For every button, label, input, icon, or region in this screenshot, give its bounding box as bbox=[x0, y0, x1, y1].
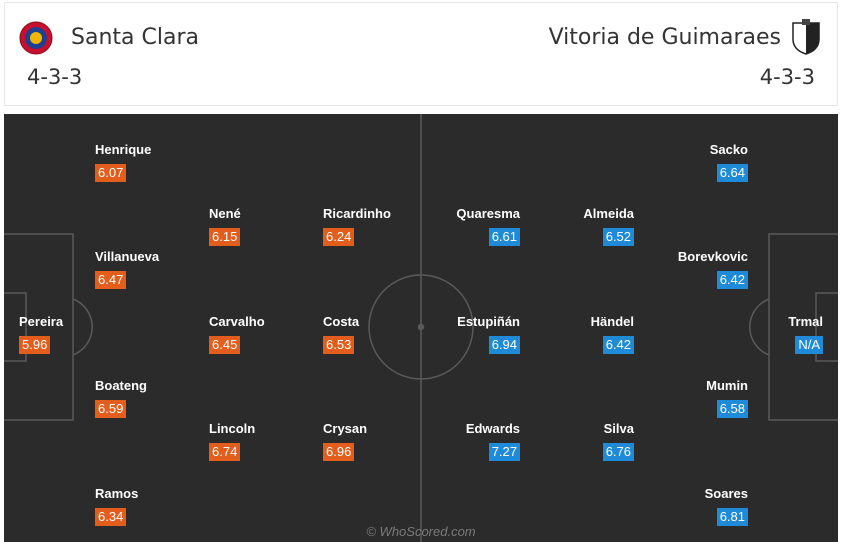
player-name: Mumin bbox=[706, 378, 748, 393]
player-rating: 6.64 bbox=[716, 164, 748, 182]
player-name: Sacko bbox=[709, 142, 748, 157]
match-header: Santa Clara 4-3-3 Vitoria de Guimaraes 4… bbox=[4, 2, 838, 106]
player-name: Edwards bbox=[465, 421, 520, 436]
player-name: Borevkovic bbox=[677, 249, 748, 264]
away-formation: 4-3-3 bbox=[759, 65, 815, 89]
player-rating: 6.47 bbox=[95, 271, 127, 289]
player-name: Quaresma bbox=[456, 206, 520, 221]
player-rating: 6.96 bbox=[323, 443, 355, 461]
player-name: Ricardinho bbox=[323, 206, 391, 221]
player-name: Villanueva bbox=[95, 249, 160, 264]
player-name: Trmal bbox=[788, 314, 823, 329]
player-rating: 6.58 bbox=[716, 400, 748, 418]
home-formation: 4-3-3 bbox=[27, 65, 83, 89]
player-rating: 6.81 bbox=[716, 508, 748, 526]
player-rating: 6.94 bbox=[488, 336, 520, 354]
santa-clara-crest-icon[interactable] bbox=[19, 21, 53, 55]
player-name: Soares bbox=[704, 486, 748, 501]
player-name: Nené bbox=[209, 206, 241, 221]
player-rating: 6.76 bbox=[602, 443, 634, 461]
pitch: Henrique 6.07 Nené 6.15 Ricardinho 6.24 … bbox=[4, 114, 838, 542]
player-rating: 6.52 bbox=[602, 228, 634, 246]
player-rating: 6.24 bbox=[323, 228, 355, 246]
player-rating: 6.53 bbox=[323, 336, 355, 354]
player-name: Pereira bbox=[19, 314, 64, 329]
pitch-markings bbox=[4, 114, 838, 542]
player-rating: 6.34 bbox=[95, 508, 127, 526]
vitoria-guimaraes-crest-icon[interactable] bbox=[791, 19, 821, 55]
player-name: Silva bbox=[603, 421, 634, 436]
player-rating: 6.42 bbox=[716, 271, 748, 289]
player-rating: 6.07 bbox=[95, 164, 127, 182]
player-rating: 6.45 bbox=[209, 336, 241, 354]
player-rating: 6.42 bbox=[602, 336, 634, 354]
player-name: Costa bbox=[323, 314, 360, 329]
player-rating: N/A bbox=[795, 336, 823, 354]
player-name: Ramos bbox=[95, 486, 139, 501]
player-rating: 6.15 bbox=[209, 228, 241, 246]
away-team-name[interactable]: Vitoria de Guimaraes bbox=[548, 25, 781, 50]
player-name: Henrique bbox=[95, 142, 152, 157]
player-name: Lincoln bbox=[209, 421, 256, 436]
player-rating: 6.61 bbox=[488, 228, 520, 246]
player-name: Crysan bbox=[323, 421, 368, 436]
home-team-name[interactable]: Santa Clara bbox=[71, 25, 199, 50]
player-name: Estupiñán bbox=[457, 314, 520, 329]
watermark: © WhoScored.com bbox=[366, 524, 476, 539]
player-name: Händel bbox=[590, 314, 634, 329]
player-rating: 5.96 bbox=[19, 336, 51, 354]
player-rating: 6.59 bbox=[95, 400, 127, 418]
player-name: Boateng bbox=[95, 378, 147, 393]
player-name: Almeida bbox=[583, 206, 634, 221]
player-rating: 6.74 bbox=[209, 443, 241, 461]
player-rating: 7.27 bbox=[488, 443, 520, 461]
player-name: Carvalho bbox=[209, 314, 265, 329]
